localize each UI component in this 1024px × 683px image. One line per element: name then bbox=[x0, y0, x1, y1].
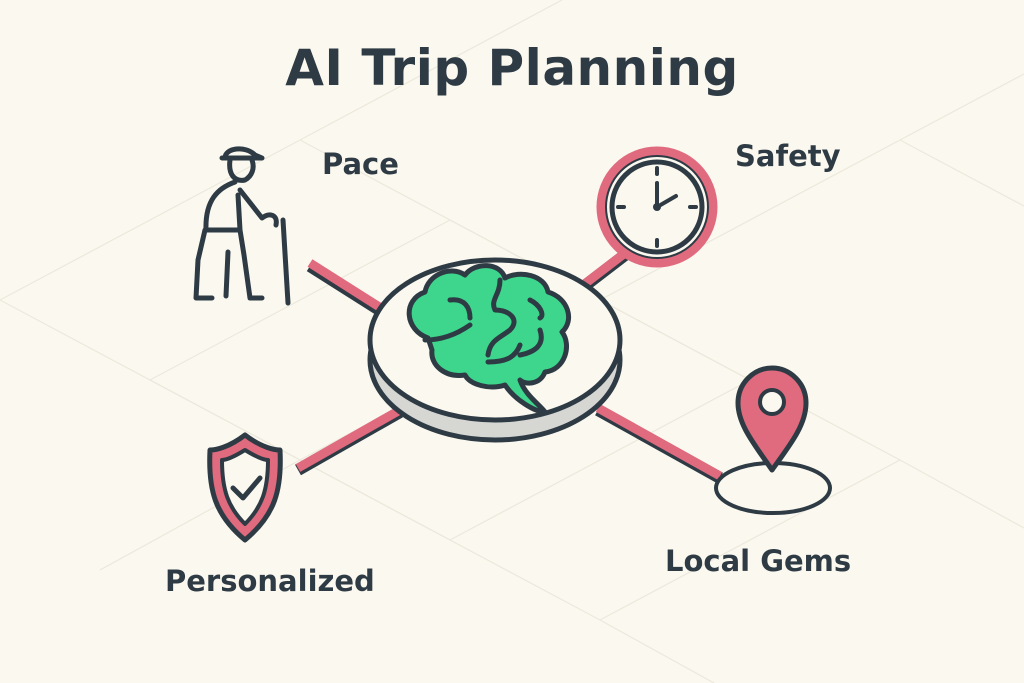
connector-personalized bbox=[295, 406, 403, 476]
brain-icon bbox=[406, 263, 572, 415]
connector-safety bbox=[578, 249, 629, 293]
elderly-person-with-cane-icon bbox=[193, 146, 291, 306]
map-pin-icon bbox=[714, 365, 832, 515]
label-safety: Safety bbox=[735, 139, 841, 173]
connector-local-gems bbox=[595, 404, 723, 484]
label-local-gems: Local Gems bbox=[665, 544, 852, 578]
shield-check-icon bbox=[207, 432, 283, 543]
page-title: AI Trip Planning bbox=[285, 39, 739, 97]
label-pace: Pace bbox=[322, 147, 399, 181]
label-personalized: Personalized bbox=[165, 564, 375, 598]
clock-icon bbox=[596, 146, 718, 268]
